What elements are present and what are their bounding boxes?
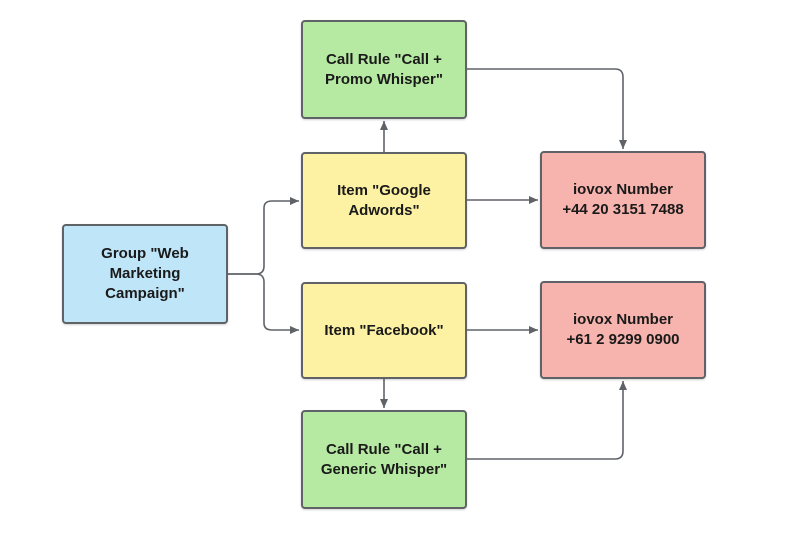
facebook-node-label: Item "Facebook" <box>324 321 444 339</box>
promo-rule-node-label: Call Rule "Call + Promo Whisper" <box>325 50 443 88</box>
google-node-label: Item "Google Adwords" <box>337 181 431 219</box>
iovox-number-uk-node: iovox Number +44 20 3151 7488 <box>540 151 706 249</box>
uk-number-node-label: iovox Number +44 20 3151 7488 <box>562 181 684 218</box>
connector-generic-rule-to-au-number <box>467 381 627 460</box>
generic-rule-node-label: Call Rule "Call + Generic Whisper" <box>320 440 448 478</box>
connector-group-to-google <box>228 197 299 275</box>
connector-promo-rule-to-uk-number <box>467 68 627 149</box>
iovox-number-au-node: iovox Number +61 2 9299 0900 <box>540 281 706 379</box>
call-rule-generic-whisper-node: Call Rule "Call + Generic Whisper" <box>301 410 467 509</box>
au-number-node-label: iovox Number +61 2 9299 0900 <box>566 311 680 348</box>
connector-group-to-facebook <box>228 273 299 334</box>
group-node-label: Group "Web Marketing Campaign" <box>101 245 189 302</box>
group-web-marketing-campaign-node: Group "Web Marketing Campaign" <box>62 224 228 324</box>
item-facebook-node: Item "Facebook" <box>301 282 467 379</box>
call-rule-promo-whisper-node: Call Rule "Call + Promo Whisper" <box>301 20 467 119</box>
item-google-adwords-node: Item "Google Adwords" <box>301 152 467 249</box>
